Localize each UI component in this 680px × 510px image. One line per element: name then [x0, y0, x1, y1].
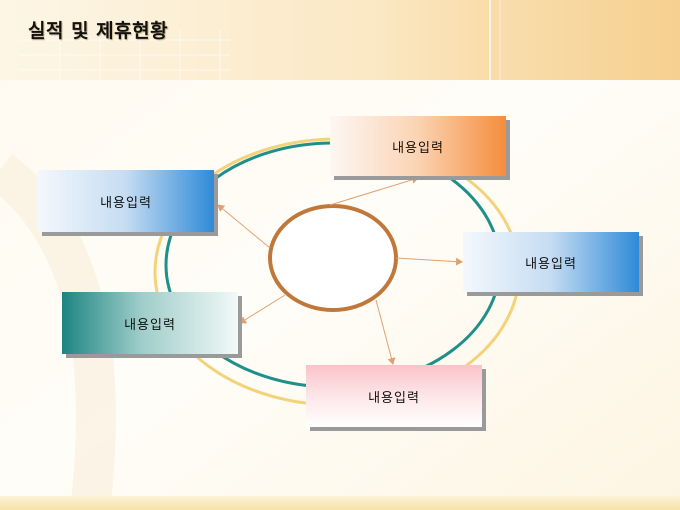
node-left-upper-label: 내용입력	[100, 195, 152, 211]
arrow-to-left-upper	[217, 204, 271, 249]
arrow-to-right	[395, 257, 463, 266]
node-left-lower-label: 내용입력	[124, 317, 176, 333]
node-bottom[interactable]: 내용입력	[306, 365, 482, 427]
arrow-to-left-lower	[239, 294, 286, 324]
center-circle	[268, 204, 398, 312]
node-left-lower[interactable]: 내용입력	[62, 292, 238, 354]
header-banner: 실적 및 제휴현황	[0, 0, 680, 80]
node-right-label: 내용입력	[525, 256, 577, 272]
node-left-upper[interactable]: 내용입력	[38, 170, 214, 232]
arrow-to-top	[329, 175, 419, 206]
footer-band	[0, 496, 680, 510]
node-right[interactable]: 내용입력	[463, 232, 639, 292]
node-bottom-label: 내용입력	[368, 390, 420, 406]
node-top-label: 내용입력	[392, 140, 444, 156]
node-top[interactable]: 내용입력	[330, 116, 506, 176]
page-title: 실적 및 제휴현황	[28, 20, 169, 42]
arrow-to-bottom	[375, 299, 396, 365]
